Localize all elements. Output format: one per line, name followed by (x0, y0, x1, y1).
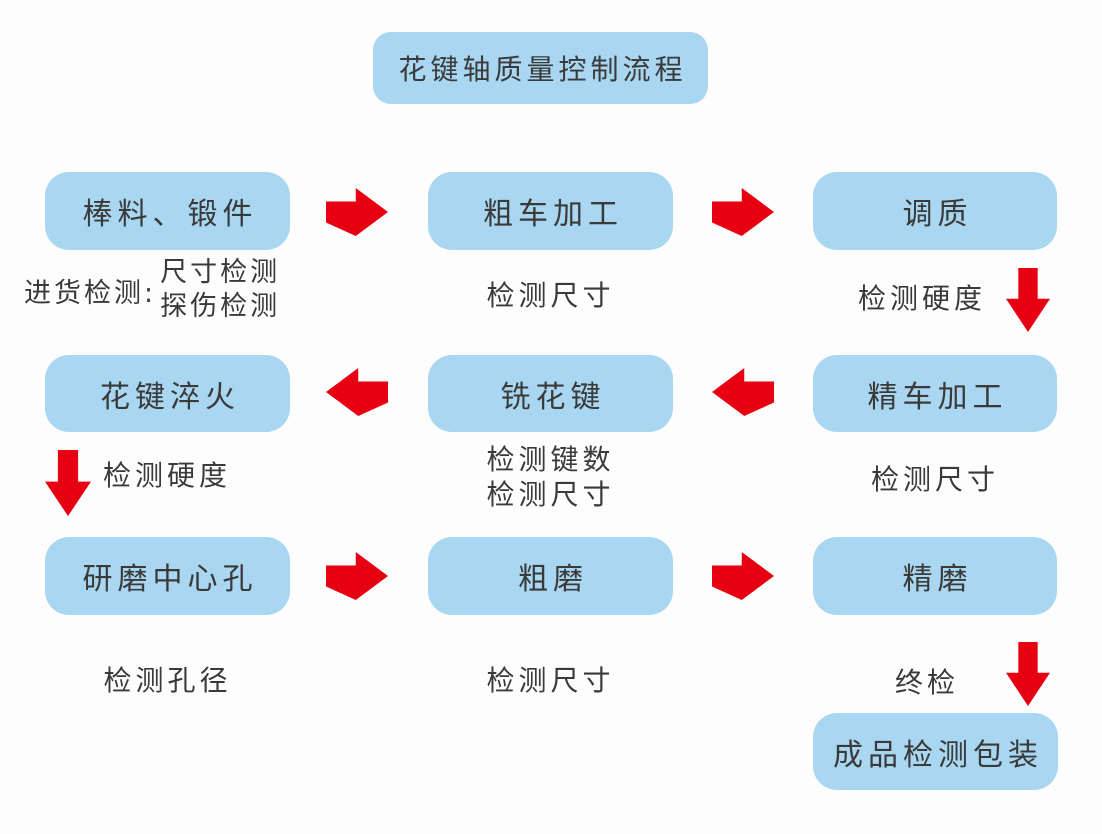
step-label-fine-turning: 精车加工 (867, 379, 1008, 415)
inspection-note-spline-quench: 检测硬度 (103, 459, 232, 492)
step-label-rough-turning: 粗车加工 (483, 197, 623, 232)
arrow-left-icon (326, 368, 388, 416)
inspection-note-quench-temper: 检测硬度 (858, 282, 987, 315)
flowchart-title: 花键轴质量控制流程 (373, 32, 708, 104)
step-label-raw-material: 棒料、锻件 (82, 197, 258, 232)
incoming-inspection-group: 进货检测: 尺寸检测 探伤检测 (24, 256, 280, 324)
step-label-mill-spline: 铣花键 (500, 379, 606, 415)
step-label-grind-center-hole: 研磨中心孔 (82, 562, 258, 597)
step-label-quench-temper: 调质 (902, 197, 973, 232)
incoming-inspection-label: 进货检测: (24, 277, 157, 309)
incoming-inspection-item-dimension: 尺寸检测 (160, 257, 281, 288)
inspection-note-fine-turning: 检测尺寸 (870, 463, 999, 496)
step-box-fine-turning: 精车加工 (813, 355, 1057, 432)
inspection-note-final-check: 终检 (895, 666, 960, 699)
incoming-inspection-items: 尺寸检测 探伤检测 (160, 256, 280, 324)
step-box-final-pack: 成品检测包装 (813, 713, 1058, 790)
step-label-rough-grind: 粗磨 (518, 562, 588, 597)
step-box-raw-material: 棒料、锻件 (45, 172, 290, 250)
incoming-inspection-item-flaw: 探伤检测 (160, 291, 281, 322)
inspection-note-rough-grind: 检测尺寸 (486, 664, 615, 697)
arrow-right-icon (712, 188, 774, 236)
arrow-down-icon (45, 450, 91, 516)
inspection-note-rough-turning: 检测尺寸 (486, 279, 615, 312)
step-box-quench-temper: 调质 (813, 172, 1057, 250)
arrow-right-icon (326, 552, 388, 600)
arrow-right-icon (712, 552, 774, 600)
arrow-down-icon (1006, 268, 1050, 332)
step-label-final-pack: 成品检测包装 (833, 737, 1043, 773)
arrow-right-icon (326, 188, 388, 236)
arrow-down-icon (1006, 642, 1050, 706)
step-label-spline-quench: 花键淬火 (100, 379, 240, 415)
inspection-note-mill-spline-size: 检测尺寸 (486, 478, 615, 511)
step-label-fine-grind: 精磨 (902, 562, 973, 597)
step-box-grind-center-hole: 研磨中心孔 (45, 537, 290, 615)
step-box-rough-grind: 粗磨 (428, 537, 673, 615)
flowchart-title-label: 花键轴质量控制流程 (398, 53, 687, 86)
step-box-rough-turning: 粗车加工 (428, 172, 673, 250)
inspection-note-mill-spline-keys: 检测键数 (486, 443, 615, 476)
inspection-note-grind-center-hole: 检测孔径 (103, 664, 232, 697)
arrow-left-icon (712, 368, 774, 416)
step-box-fine-grind: 精磨 (813, 537, 1057, 615)
step-box-spline-quench: 花键淬火 (45, 355, 290, 432)
step-box-mill-spline: 铣花键 (428, 355, 673, 432)
